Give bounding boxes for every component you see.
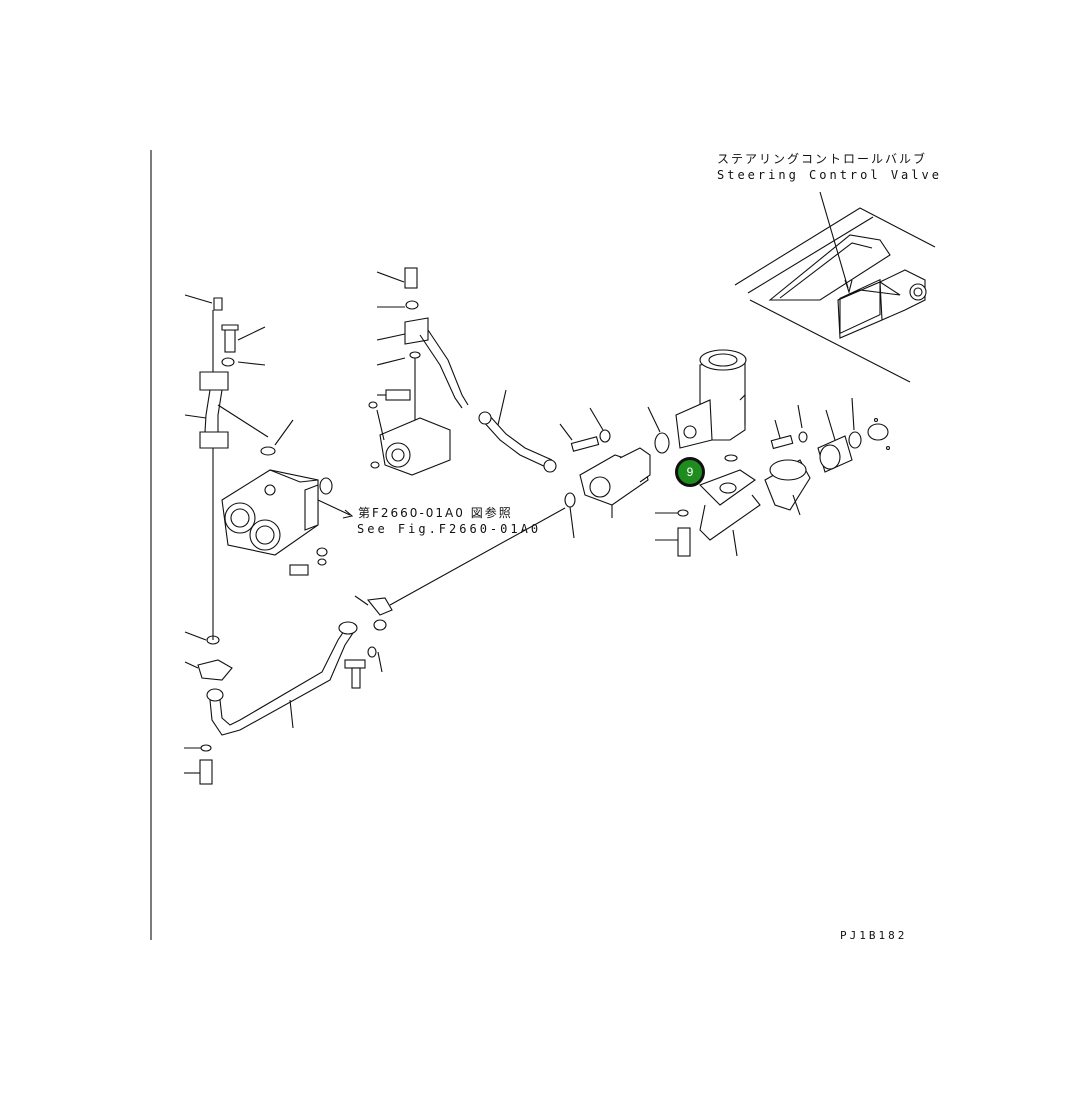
part-9-hotspot[interactable]: 9 (675, 457, 705, 487)
drawing-code: PJ1B182 (840, 929, 908, 942)
steering-valve-label-en: Steering Control Valve (717, 168, 942, 182)
right-flange-tube (764, 397, 891, 516)
elbow-flange (559, 406, 670, 539)
lower-pipe-assembly (184, 507, 566, 785)
steering-valve-label-jp: ステアリングコントロールバルブ (717, 152, 928, 166)
left-pipe-assembly (184, 294, 294, 645)
steering-control-valve (734, 191, 936, 383)
reference-label-en: See Fig.F2660-01A0 (357, 522, 542, 536)
filter-housing (655, 349, 761, 557)
reference-label-jp: 第F2660-01A0 図参照 (358, 506, 513, 520)
auxiliary-pump (368, 267, 469, 476)
hydraulic-pump (221, 469, 354, 576)
flexible-hose (478, 389, 557, 473)
